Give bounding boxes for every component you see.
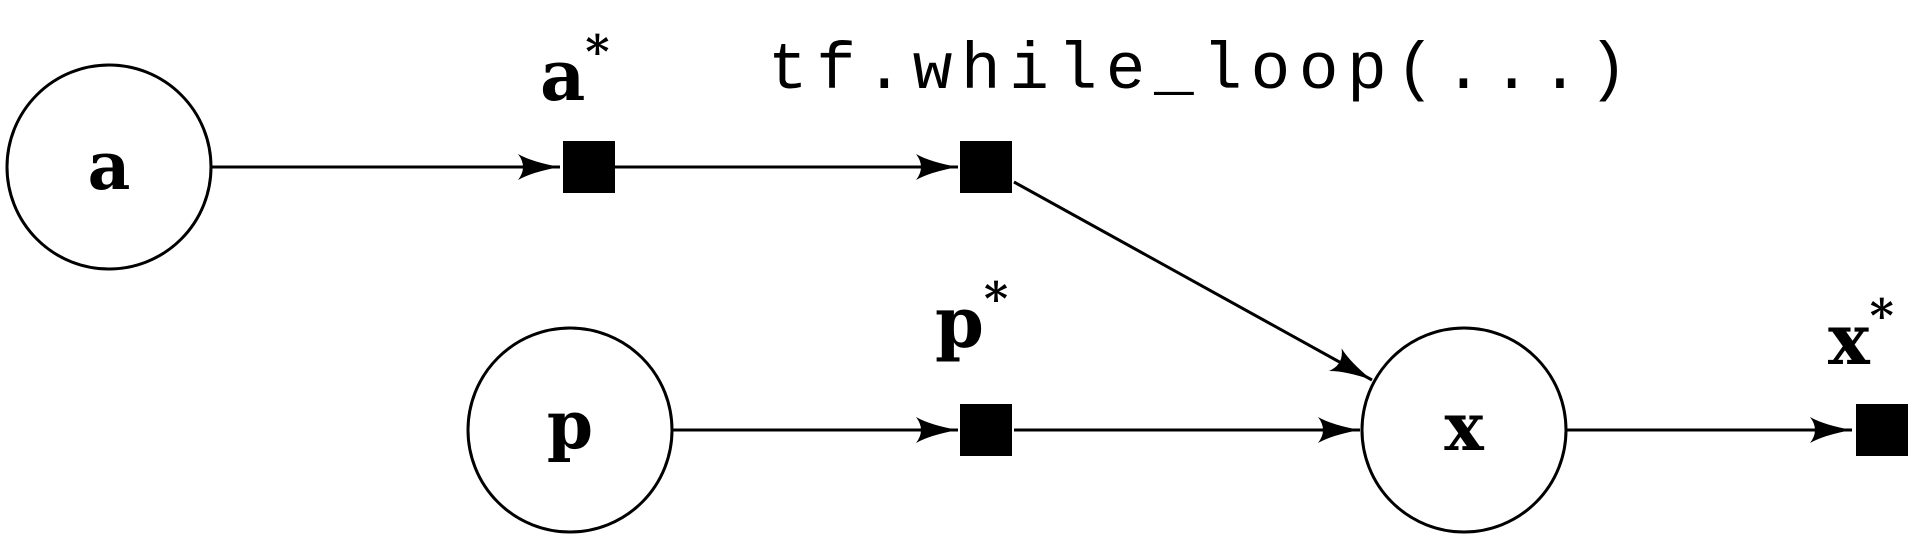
node-p-label: p	[547, 386, 593, 464]
x-star-base: x	[1828, 298, 1871, 381]
node-x: x	[1360, 326, 1568, 534]
p-star-square	[960, 404, 1012, 456]
a-star-base: a	[540, 34, 585, 117]
node-a: a	[5, 63, 213, 271]
while-loop-label: tf.while_loop(...)	[768, 33, 1628, 108]
p-star-label: p*	[935, 272, 1008, 364]
node-x-label: x	[1444, 388, 1484, 466]
a-star-label: a*	[540, 25, 609, 117]
p-star-base: p	[935, 281, 984, 364]
node-a-label: a	[88, 127, 131, 205]
node-p: p	[466, 326, 674, 534]
a-star-square	[563, 141, 615, 193]
a-star-sup: *	[585, 25, 609, 79]
p-star-sup: *	[984, 272, 1008, 326]
x-star-label: x*	[1828, 289, 1894, 381]
x-star-square	[1856, 404, 1908, 456]
loop-output-square	[960, 141, 1012, 193]
x-star-sup: *	[1870, 289, 1894, 343]
edge-loop-to-x	[1013, 180, 1373, 382]
